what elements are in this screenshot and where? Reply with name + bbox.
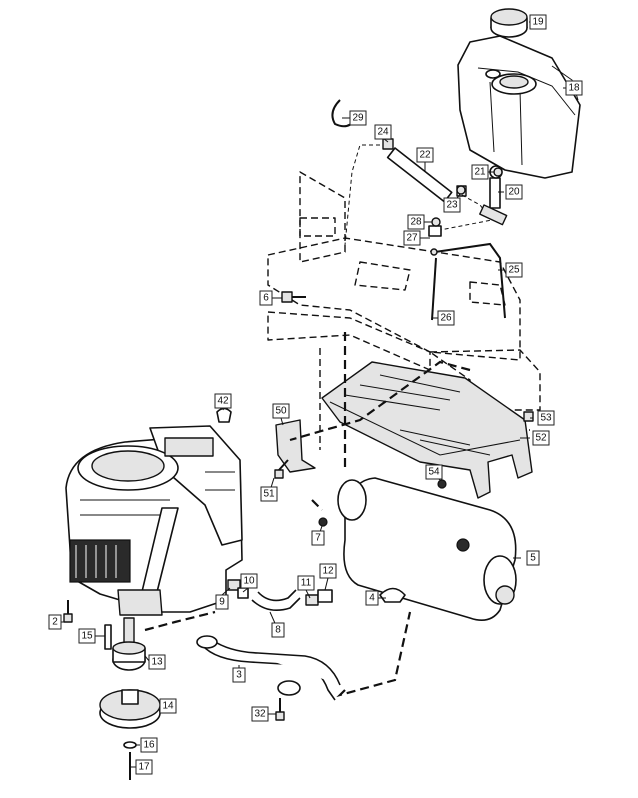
- callout-51: 51: [260, 486, 278, 502]
- callout-17: 17: [135, 759, 153, 775]
- callout-25: 25: [505, 262, 523, 278]
- callout-8: 8: [271, 622, 285, 638]
- callout-6: 6: [259, 290, 273, 306]
- callout-26: 26: [437, 310, 455, 326]
- callout-10: 10: [240, 573, 258, 589]
- svg-text:20: 20: [508, 187, 520, 198]
- crankshaft-components: [99, 617, 161, 780]
- callout-32: 32: [251, 706, 269, 722]
- callout-52: 52: [532, 430, 550, 446]
- callout-23: 23: [443, 197, 461, 213]
- callout-9: 9: [215, 594, 229, 610]
- callout-29: 29: [349, 110, 367, 126]
- svg-text:29: 29: [352, 113, 364, 124]
- svg-text:50: 50: [275, 406, 287, 417]
- callout-54: 54: [425, 464, 443, 480]
- svg-text:12: 12: [322, 566, 334, 577]
- svg-text:26: 26: [440, 313, 452, 324]
- fuel-cap-19: [490, 8, 528, 38]
- assembly-lines: [144, 332, 471, 698]
- svg-text:53: 53: [540, 413, 552, 424]
- svg-text:10: 10: [243, 576, 255, 587]
- svg-text:6: 6: [263, 293, 269, 304]
- callout-53: 53: [537, 410, 555, 426]
- svg-text:28: 28: [410, 217, 422, 228]
- callout-50: 50: [272, 403, 290, 419]
- svg-text:14: 14: [162, 701, 174, 712]
- callout-22: 22: [416, 147, 434, 163]
- svg-text:23: 23: [446, 200, 458, 211]
- engine: [65, 425, 243, 616]
- muffler-5: [337, 477, 517, 621]
- fuel-line-25: [431, 242, 506, 321]
- callout-5: 5: [526, 550, 540, 566]
- svg-text:18: 18: [568, 83, 580, 94]
- fuel-tank-18: [457, 35, 581, 179]
- svg-text:24: 24: [377, 127, 389, 138]
- callout-13: 13: [148, 654, 166, 670]
- callout-15: 15: [78, 628, 96, 644]
- exhaust-pipe-3: [196, 635, 341, 701]
- svg-text:15: 15: [81, 631, 93, 642]
- callout-11: 11: [297, 575, 315, 591]
- svg-text:52: 52: [535, 433, 547, 444]
- svg-text:51: 51: [263, 489, 275, 500]
- svg-text:54: 54: [428, 467, 440, 478]
- callout-28: 28: [407, 214, 425, 230]
- callout-18: 18: [565, 80, 583, 96]
- small-fittings: [428, 167, 503, 256]
- callout-19: 19: [529, 14, 547, 30]
- svg-text:5: 5: [530, 553, 536, 564]
- callout-4: 4: [365, 590, 379, 606]
- callout-14: 14: [159, 698, 177, 714]
- callout-7: 7: [311, 530, 325, 546]
- callout-2: 2: [48, 614, 62, 630]
- svg-text:19: 19: [532, 17, 544, 28]
- svg-text:22: 22: [419, 150, 431, 161]
- elbow-8: [251, 589, 301, 611]
- callout-16: 16: [140, 737, 158, 753]
- svg-text:25: 25: [508, 265, 520, 276]
- bolts: [274, 291, 534, 527]
- svg-text:7: 7: [315, 533, 321, 544]
- callout-3: 3: [232, 667, 246, 683]
- muffler-clamp-4: [379, 587, 406, 603]
- svg-text:16: 16: [143, 740, 155, 751]
- callout-24: 24: [374, 124, 392, 140]
- callout-27: 27: [403, 230, 421, 246]
- callout-21: 21: [471, 164, 489, 180]
- svg-text:2: 2: [52, 617, 58, 628]
- svg-text:4: 4: [369, 593, 375, 604]
- callout-20: 20: [505, 184, 523, 200]
- bolt-2: [63, 600, 73, 623]
- svg-text:11: 11: [301, 578, 312, 589]
- svg-text:21: 21: [474, 167, 486, 178]
- svg-text:27: 27: [406, 233, 418, 244]
- heat-shield-52: [321, 361, 533, 499]
- callout-labels: 2 3 4 5 6 7 8 9 10 11 12 13 14 15 16 17 …: [48, 14, 583, 775]
- callout-42: 42: [214, 393, 232, 409]
- svg-text:17: 17: [138, 762, 150, 773]
- svg-text:42: 42: [217, 396, 229, 407]
- svg-text:3: 3: [236, 670, 242, 681]
- svg-text:13: 13: [151, 657, 163, 668]
- bracket-50: [275, 419, 316, 473]
- svg-text:9: 9: [219, 597, 225, 608]
- bolt-32: [275, 698, 285, 721]
- callout-12: 12: [319, 563, 337, 579]
- clamp-42: [216, 407, 232, 423]
- svg-text:32: 32: [254, 709, 266, 720]
- svg-text:8: 8: [275, 625, 281, 636]
